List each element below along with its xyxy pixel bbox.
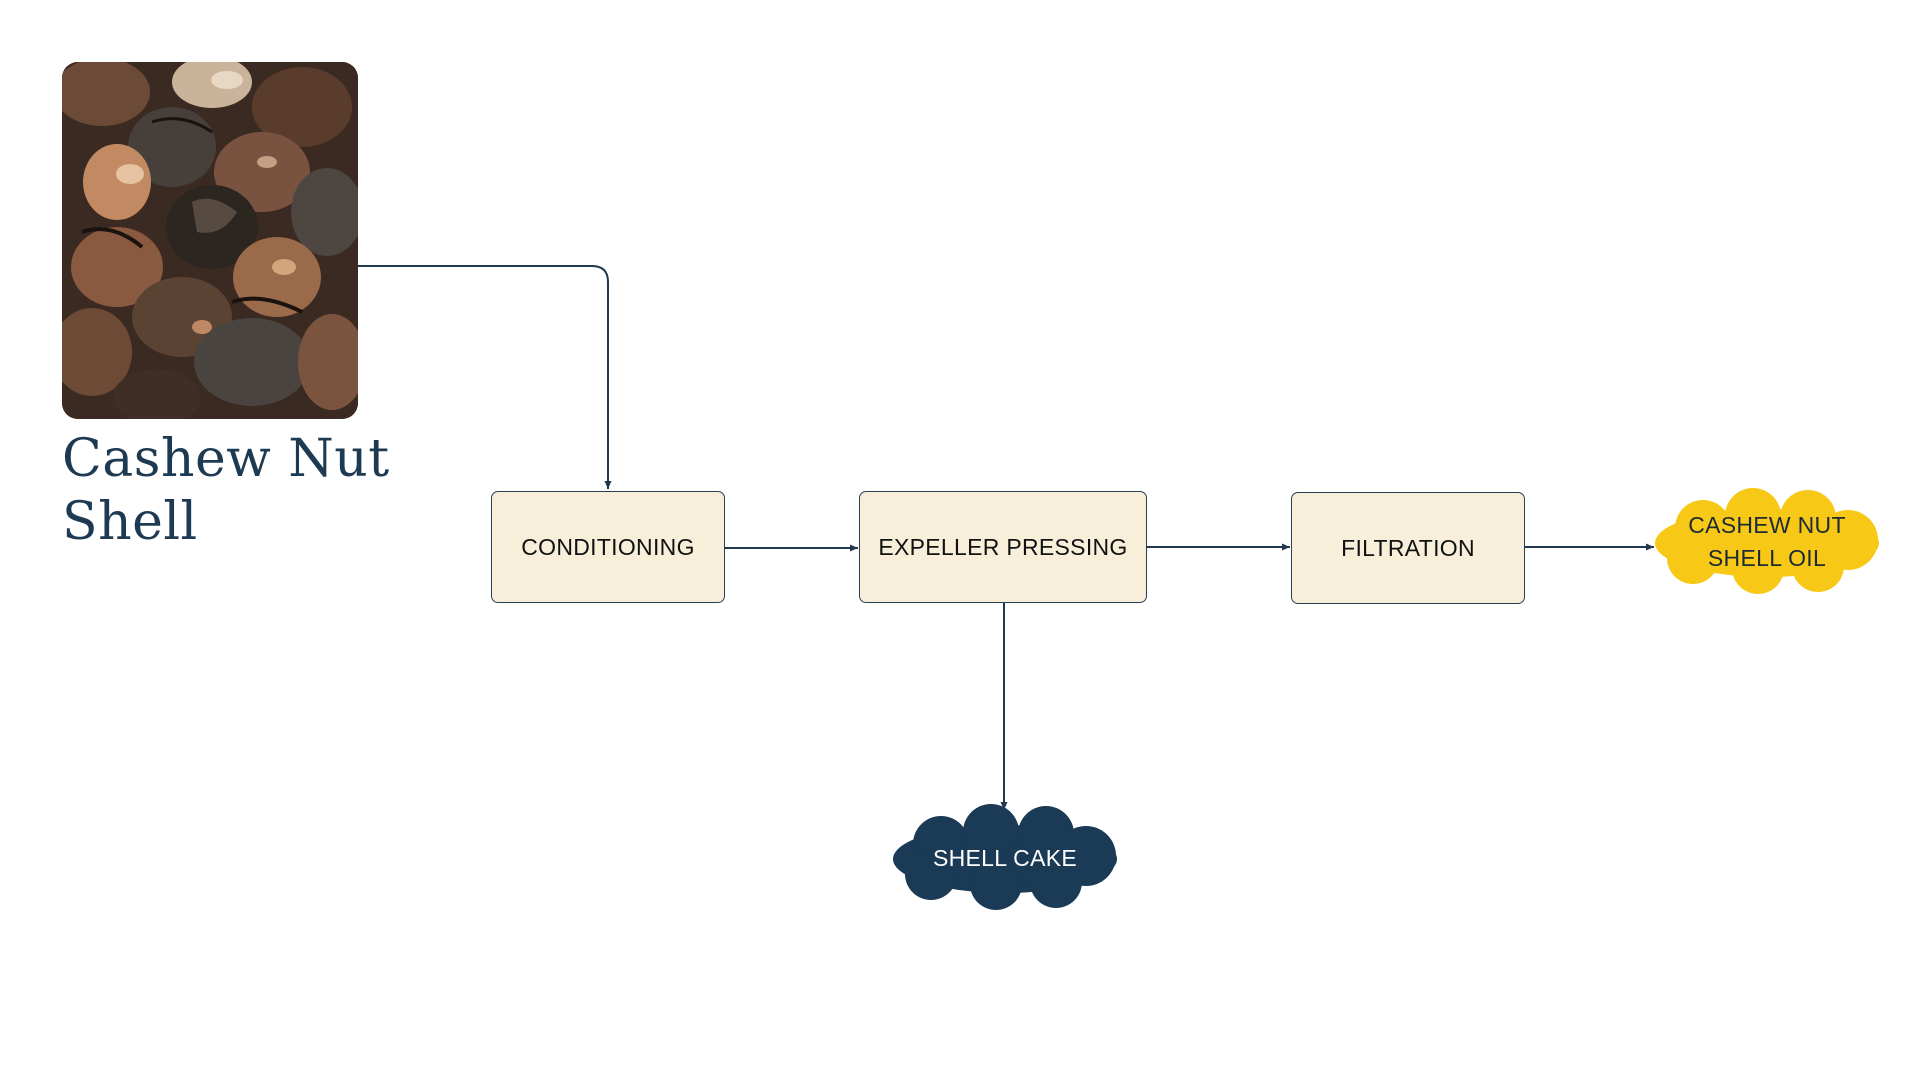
shell-cake-label: SHELL CAKE [932, 844, 1078, 871]
step-expeller-pressing: EXPELLER PRESSING [859, 491, 1147, 603]
output-shell-cake: SHELL CAKE [886, 804, 1124, 912]
cashew-nut-shell-photo [62, 62, 358, 419]
step-filtration: FILTRATION [1291, 492, 1525, 604]
connector-shell-to-conditioning [358, 265, 612, 489]
cake-cloud-fill [893, 804, 1117, 910]
output-cashew-nut-shell-oil: CASHEW NUT SHELL OIL [1648, 488, 1886, 596]
oil-cloud-fill [1655, 488, 1879, 594]
source-title: Cashew Nut Shell [62, 429, 390, 552]
cloud-shape-icon [1655, 488, 1879, 594]
step-conditioning: CONDITIONING [491, 491, 725, 603]
cloud-shape-icon [893, 804, 1117, 910]
oil-label: CASHEW NUT SHELL OIL [1688, 512, 1846, 571]
